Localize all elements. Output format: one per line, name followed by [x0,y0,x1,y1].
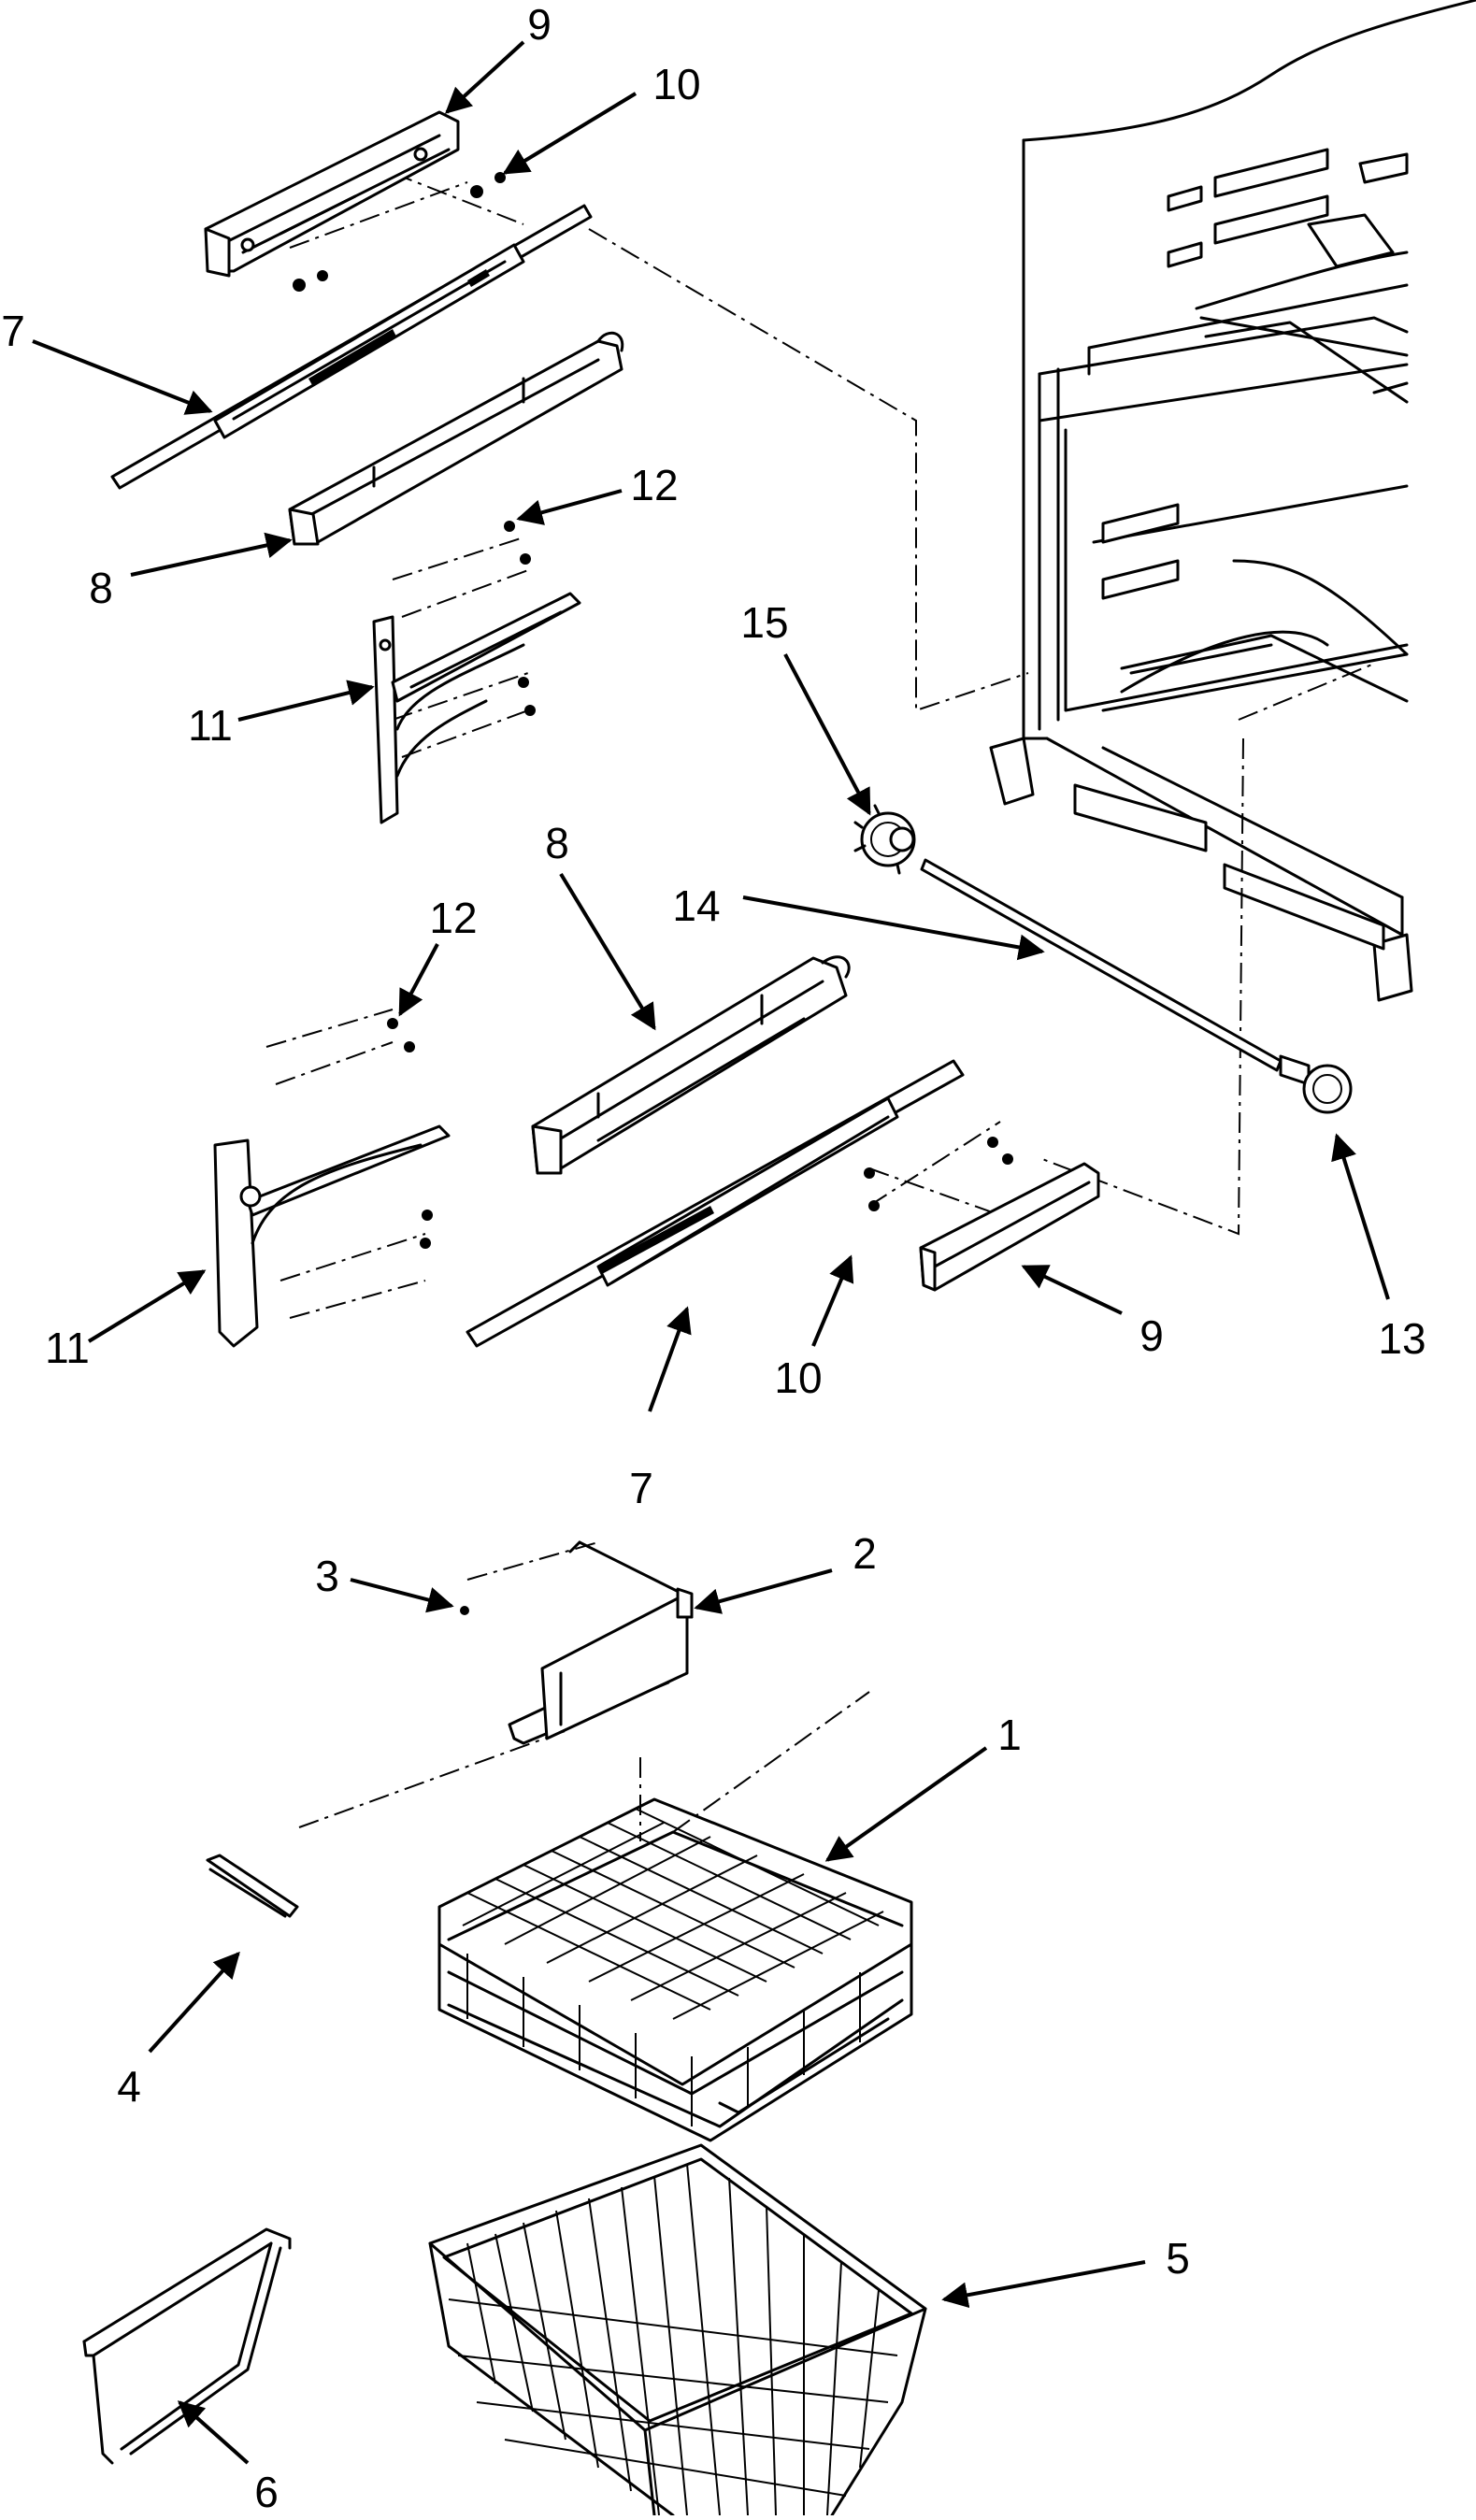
callout-label: 8 [89,564,113,612]
callout-label: 10 [652,60,700,108]
callout-label: 15 [740,598,788,647]
part-12-screws-upper [504,521,536,716]
callout-label: 4 [117,2062,141,2111]
part-7-upper-slide [110,204,593,490]
part-12-screws-lower [387,1018,433,1249]
part-7-lower-slide [466,1059,965,1348]
callout-label: 5 [1166,2234,1190,2283]
part-8-upper-runner [288,331,624,546]
alignment-lines [265,172,1375,1841]
callout-label: 11 [45,1324,90,1372]
part-8-lower-runner [531,955,851,1175]
callout-label: 10 [774,1353,822,1402]
part-2-divider [508,1540,694,1745]
part-11-lower-bracket [213,1124,451,1348]
callout-label: 13 [1378,1314,1426,1363]
cabinet-frame [989,0,1476,1002]
part-3-screw [460,1606,469,1615]
callout-label: 3 [315,1552,339,1600]
part-15-gear [853,804,916,875]
part-9-lower-bracket [919,1162,1100,1292]
callout-label: 6 [254,2468,279,2515]
callout-label: 2 [853,1529,877,1578]
callout-label: 7 [1,307,25,355]
callout-label: 9 [1139,1311,1164,1360]
callout-label: 1 [997,1711,1022,1759]
part-6-divider [82,2227,292,2465]
callout-label: 12 [630,461,678,509]
part-10-screws-upper [293,172,506,292]
callout-label: 11 [188,701,233,750]
part-9-upper-bracket [204,110,460,278]
callout-label: 9 [527,0,552,49]
callout-arrows [32,40,1390,2465]
part-5-wire-basket [428,2143,927,2517]
part-13-gear [1279,1054,1353,1114]
part-14-shaft [920,858,1283,1072]
part-11-upper-bracket [372,592,581,824]
part-1-wire-basket [437,1797,913,2142]
callout-labels: 9 10 7 8 12 11 15 8 14 12 11 7 10 9 13 3… [1,0,1426,2516]
callout-label: 7 [629,1464,653,1512]
part-10-screws-lower [864,1137,1013,1211]
callout-label: 14 [672,881,720,930]
callout-label: 8 [545,819,569,867]
callout-label: 12 [429,894,477,942]
part-4-clip [206,1854,299,1918]
